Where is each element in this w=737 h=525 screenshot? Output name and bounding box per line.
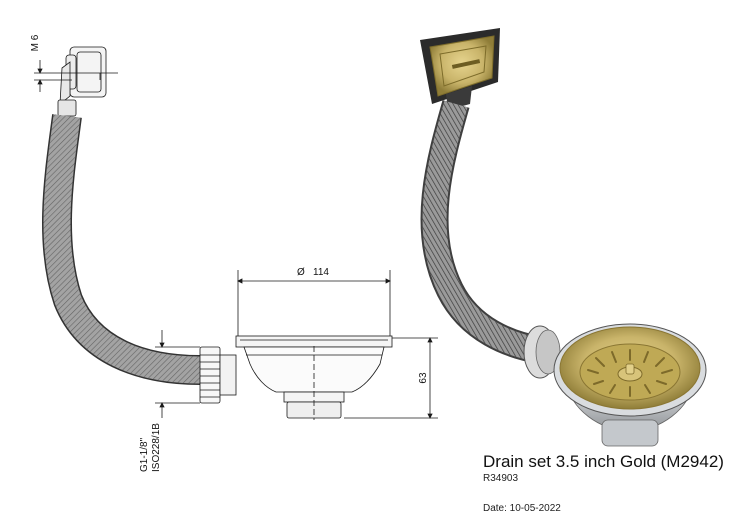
overflow-head	[57, 46, 107, 117]
height-label: 63	[418, 372, 429, 384]
basket-body	[235, 335, 393, 420]
line-drawing	[34, 46, 438, 420]
product-render	[420, 28, 707, 447]
product-reference: R34903	[483, 473, 519, 484]
render-nut	[523, 325, 561, 379]
m6-label: M 6	[30, 34, 41, 51]
overflow-plate	[420, 28, 500, 110]
outlet-thread-label-1: G1-1/8"	[139, 437, 150, 472]
outlet-nut	[199, 346, 237, 404]
diameter-symbol: Ø	[297, 267, 305, 278]
product-title: Drain set 3.5 inch Gold (M2942)	[483, 452, 724, 471]
title-block: Drain set 3.5 inch Gold (M2942) R34903	[483, 452, 724, 484]
hose-right	[420, 100, 543, 364]
outlet-thread-label-2: ISO228/1B	[151, 423, 162, 472]
hose-left	[42, 114, 201, 385]
m6-dimension	[34, 60, 118, 92]
render-basket	[553, 323, 707, 447]
drawing-date: Date: 10-05-2022	[483, 503, 561, 514]
diameter-label: 114	[313, 267, 329, 278]
outlet-thread-dimension	[155, 330, 200, 418]
diameter-dimension	[237, 270, 391, 336]
height-dimension	[344, 337, 438, 419]
